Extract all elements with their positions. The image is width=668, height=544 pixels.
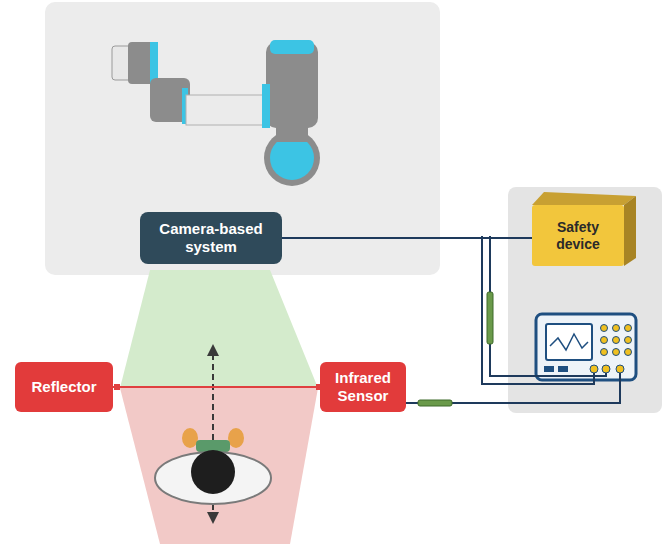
- safety-device-side: [624, 196, 636, 266]
- sensor-box: Infrared Sensor: [320, 362, 406, 412]
- protected-zone: [120, 388, 318, 544]
- camera-box: Camera-based system: [140, 212, 282, 264]
- robot-panel: [45, 2, 440, 275]
- node-label: Infrared Sensor: [326, 369, 400, 405]
- node-label: Camera-based system: [146, 220, 276, 256]
- infrared-beam: [113, 386, 320, 388]
- camera-field: [120, 270, 318, 388]
- probe-cable: [418, 400, 452, 406]
- robot-arm: [112, 40, 320, 186]
- safety-device: Safety device: [532, 205, 624, 266]
- node-label: Reflector: [31, 378, 96, 396]
- signal-cable: [282, 237, 532, 239]
- node-label: Safety device: [538, 219, 618, 253]
- person: [155, 344, 271, 524]
- equipment-panel: [508, 187, 662, 413]
- reflector-box: Reflector: [15, 362, 113, 412]
- safety-device-top: [532, 192, 636, 205]
- probe-cable: [487, 292, 493, 344]
- oscilloscope: [536, 314, 636, 380]
